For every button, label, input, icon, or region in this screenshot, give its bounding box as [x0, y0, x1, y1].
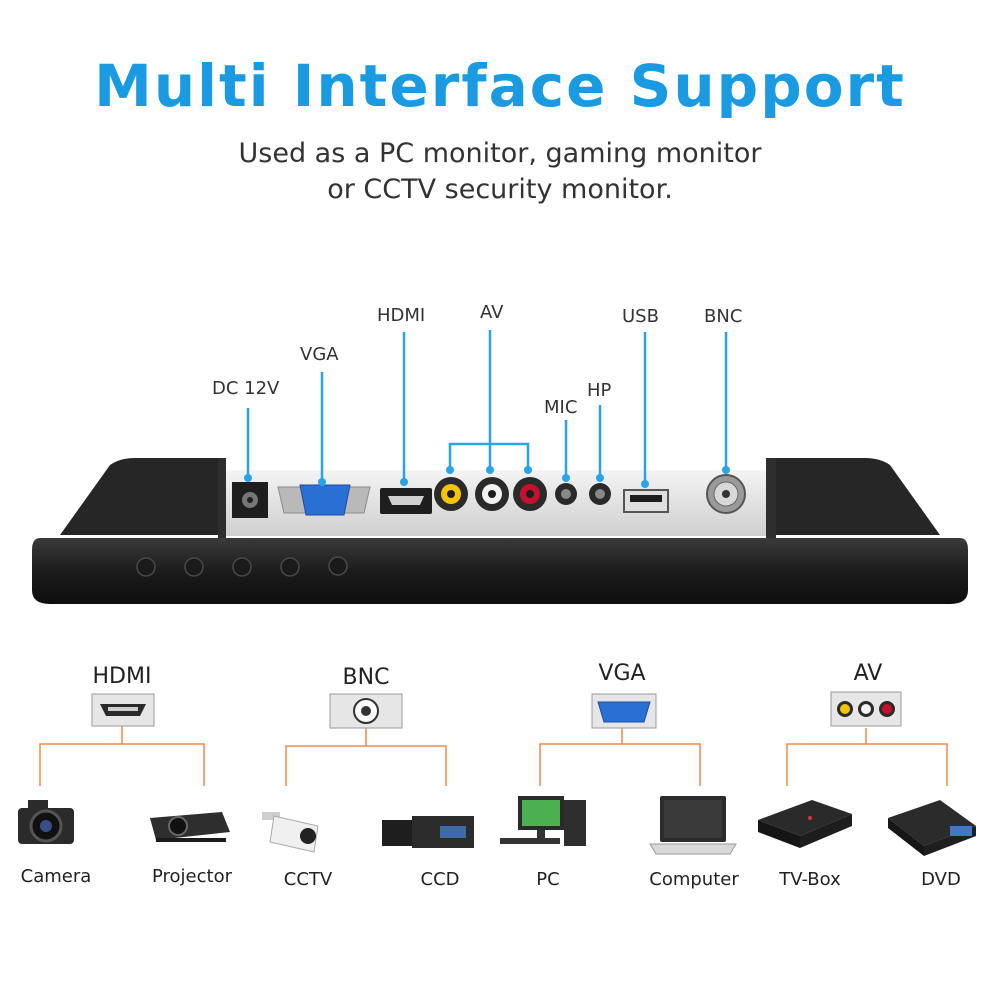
pointer-dot-hp	[596, 474, 604, 482]
device-name-camera: Camera	[20, 866, 92, 887]
group-title-av: AV	[853, 661, 883, 686]
cctv-icon	[262, 812, 319, 853]
ccd-icon	[382, 816, 474, 848]
subtitle-line-2: or CCTV security monitor.	[327, 174, 673, 205]
page-title: Multi Interface Support	[94, 52, 906, 120]
monitor-buttons	[136, 556, 348, 577]
pointer-dot-bnc	[722, 466, 730, 474]
port-label-hdmi: HDMI	[377, 305, 426, 326]
bnc-port-icon	[706, 474, 746, 514]
monitor-button-3	[232, 557, 252, 577]
pointer-dot-vga	[318, 478, 326, 486]
av-port-yellow-icon	[434, 477, 468, 511]
tv-box-icon	[758, 800, 852, 848]
usb-port-icon	[623, 489, 669, 513]
monitor-button-2	[184, 557, 204, 577]
port-label-usb: USB	[622, 306, 659, 327]
monitor-button-1	[136, 557, 156, 577]
group-icon-bnc	[329, 693, 403, 729]
monitor-button-4	[280, 557, 300, 577]
group-title-hdmi: HDMI	[92, 664, 152, 689]
vga-port-icon	[277, 484, 371, 516]
group-title-bnc: BNC	[342, 665, 390, 690]
port-label-av: AV	[480, 302, 504, 323]
device-name-cctv: CCTV	[283, 869, 333, 890]
page-subtitle: Used as a PC monitor, gaming monitor or …	[0, 136, 1000, 208]
device-name-dvd: DVD	[921, 869, 961, 890]
device-name-computer: Computer	[649, 869, 739, 890]
dc-port-icon	[232, 482, 268, 518]
pointer-dot-av-3	[524, 466, 532, 474]
device-name-tv-box: TV-Box	[779, 869, 841, 890]
device-name-ccd: CCD	[420, 869, 460, 890]
pointer-dot-av-1	[446, 466, 454, 474]
pointer-dot-av-2	[486, 466, 494, 474]
pointer-dot-usb	[641, 480, 649, 488]
monitor-rear-housing	[60, 458, 940, 538]
group-title-vga: VGA	[598, 661, 646, 686]
pointer-dot-dc	[244, 474, 252, 482]
group-icon-av	[830, 691, 902, 727]
port-label-mic: MIC	[544, 397, 578, 418]
camera-icon	[18, 800, 74, 844]
device-name-pc: PC	[536, 869, 560, 890]
pointer-dot-hdmi	[400, 478, 408, 486]
port-label-dc: DC 12V	[212, 378, 280, 399]
dvd-player-icon	[888, 800, 976, 856]
monitor-button-5	[328, 556, 348, 576]
port-pointer-lines	[246, 330, 728, 484]
av-port-red-icon	[513, 477, 547, 511]
group-icon-vga	[591, 693, 657, 729]
group-icon-hdmi	[91, 693, 155, 727]
hdmi-port-icon	[380, 488, 432, 514]
av-port-white-icon	[475, 477, 509, 511]
port-label-hp: HP	[587, 380, 612, 401]
hp-port-icon	[589, 483, 611, 505]
projector-icon	[150, 812, 230, 842]
tree-lines	[39, 726, 948, 786]
monitor-bezel	[32, 538, 968, 604]
pc-icon	[500, 796, 586, 846]
port-label-vga: VGA	[300, 344, 339, 365]
subtitle-line-1: Used as a PC monitor, gaming monitor	[238, 138, 762, 169]
laptop-icon	[649, 796, 737, 855]
pointer-dot-mic	[562, 474, 570, 482]
device-name-projector: Projector	[152, 866, 232, 887]
port-label-bnc: BNC	[704, 306, 743, 327]
mic-port-icon	[555, 483, 577, 505]
